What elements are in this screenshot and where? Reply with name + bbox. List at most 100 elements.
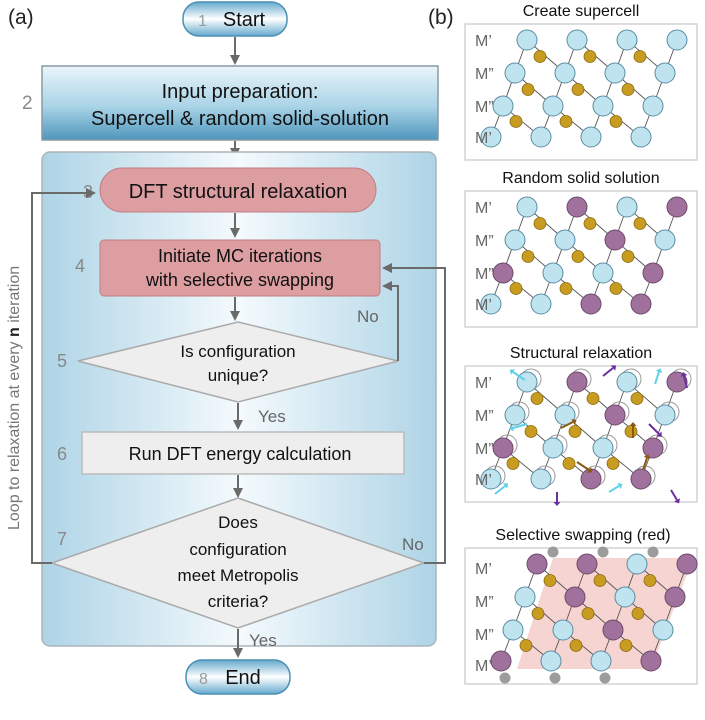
arrow-step5-no-to-step4 <box>382 281 399 361</box>
light-atom <box>654 229 676 251</box>
light-atom <box>542 95 564 117</box>
crystal-panel-create-supercell: M’M”M”M’ <box>464 23 698 161</box>
row-label: M” <box>475 627 494 644</box>
light-atom <box>530 468 552 490</box>
displacement-arrow <box>576 461 590 471</box>
end-number: 8 <box>199 671 208 688</box>
step7-line4: criteria? <box>208 592 268 611</box>
purple-atom <box>666 196 688 218</box>
step6-label: Run DFT energy calculation <box>129 444 352 464</box>
gold-atom <box>624 425 638 438</box>
step2-line2: Supercell & random solid-solution <box>91 108 389 130</box>
row-label: M’ <box>475 33 492 50</box>
light-atom <box>566 29 588 51</box>
displacement-arrowhead <box>643 454 651 460</box>
row-label: M” <box>475 266 494 283</box>
light-atom <box>590 650 612 672</box>
step7-number: 7 <box>57 529 67 549</box>
displacement-arrowhead <box>629 422 637 426</box>
light-atom <box>616 196 638 218</box>
step4-line2: with selective swapping <box>145 270 334 290</box>
title-random-solid-solution: Random solid solution <box>502 170 659 187</box>
displacement-arrow <box>512 423 528 429</box>
light-atom <box>626 553 648 575</box>
displacement-arrowhead <box>571 418 577 426</box>
purple-atom <box>630 293 652 315</box>
title-structural-relaxation: Structural relaxation <box>510 345 652 362</box>
row-label: M” <box>475 594 494 611</box>
displacement-arrowhead <box>553 502 561 506</box>
light-atom <box>616 29 638 51</box>
label-yes-unique: Yes <box>258 407 286 426</box>
purple-atom <box>604 404 626 426</box>
light-atom <box>554 62 576 84</box>
label-no-unique: No <box>357 307 379 326</box>
displacement-arrowhead <box>509 369 515 375</box>
light-atom <box>540 650 562 672</box>
light-atom <box>480 126 502 148</box>
light-atom <box>502 619 524 641</box>
light-atom <box>516 29 538 51</box>
light-atom <box>542 437 564 459</box>
row-label: M” <box>475 408 494 425</box>
spacer-atom <box>547 546 559 558</box>
light-atom <box>604 62 626 84</box>
displacement-arrow <box>560 421 574 429</box>
gold-atom <box>593 574 607 587</box>
step7-line2: configuration <box>189 540 286 559</box>
purple-atom <box>642 262 664 284</box>
gold-atom <box>543 574 557 587</box>
panel-b-label: (b) <box>428 6 454 29</box>
purple-atom <box>602 619 624 641</box>
purple-atom <box>490 650 512 672</box>
purple-atom <box>492 437 514 459</box>
row-label: M” <box>475 99 494 116</box>
spacer-atom <box>549 672 561 684</box>
row-label: M’ <box>475 130 492 147</box>
gold-atom <box>619 639 633 652</box>
gold-atom <box>521 250 535 263</box>
start-label: Start <box>223 9 266 31</box>
light-atom <box>580 126 602 148</box>
spacer-atom <box>647 546 659 558</box>
crystal-panels: M’M”M”M’M’M”M”M’M’M”M”M’M’M”M”M’ <box>464 23 698 685</box>
gold-atom <box>586 392 600 405</box>
end-node: 8 End <box>185 659 291 695</box>
row-label: M” <box>475 233 494 250</box>
gold-atom <box>533 217 547 230</box>
purple-atom <box>676 553 698 575</box>
displacement-arrowhead <box>587 467 593 473</box>
light-atom <box>642 95 664 117</box>
gold-atom <box>631 607 645 620</box>
light-atom <box>630 126 652 148</box>
light-atom <box>492 95 514 117</box>
light-atom <box>652 619 674 641</box>
purple-atom <box>566 371 588 393</box>
gold-atom <box>569 639 583 652</box>
light-atom <box>480 468 502 490</box>
displacement-arrow <box>642 457 648 471</box>
displacement-arrowhead <box>673 498 681 504</box>
step3-label: DFT structural relaxation <box>129 181 348 203</box>
arrow-loop-to-relaxation <box>31 188 96 564</box>
purple-atom <box>580 293 602 315</box>
displacement-arrow <box>608 485 620 493</box>
light-atom <box>616 371 638 393</box>
step6-dft-energy: Run DFT energy calculation <box>81 431 405 475</box>
light-atom <box>530 293 552 315</box>
step3-dft-relaxation: DFT structural relaxation <box>99 167 377 213</box>
displacement-arrow <box>512 371 526 381</box>
loop-label: Loop to relaxation at every n iteration <box>6 266 23 530</box>
gold-atom <box>633 50 647 63</box>
step5-number: 5 <box>57 351 67 371</box>
step4-line1: Initiate MC iterations <box>158 246 322 266</box>
gold-atom <box>630 392 644 405</box>
displacement-arrow <box>670 489 678 501</box>
step4-number: 4 <box>75 256 85 276</box>
spacer-atom <box>597 546 609 558</box>
gold-atom <box>509 115 523 128</box>
light-atom <box>480 293 502 315</box>
light-atom <box>552 619 574 641</box>
gold-atom <box>559 115 573 128</box>
label-yes-metropolis: Yes <box>249 631 277 650</box>
